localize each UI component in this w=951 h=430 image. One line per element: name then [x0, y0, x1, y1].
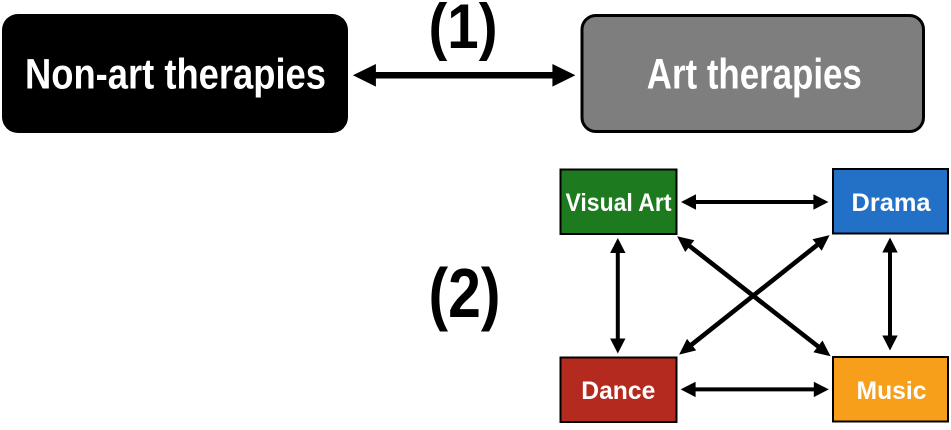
svg-text:Music: Music [857, 377, 927, 405]
svg-text:Art therapies: Art therapies [647, 51, 862, 98]
svg-text:Non-art therapies: Non-art therapies [25, 51, 326, 98]
svg-text:(1): (1) [429, 0, 498, 62]
svg-text:Dance: Dance [581, 377, 655, 405]
svg-text:Drama: Drama [852, 189, 932, 217]
svg-text:(2): (2) [429, 254, 501, 332]
svg-text:Visual Art: Visual Art [566, 189, 673, 217]
